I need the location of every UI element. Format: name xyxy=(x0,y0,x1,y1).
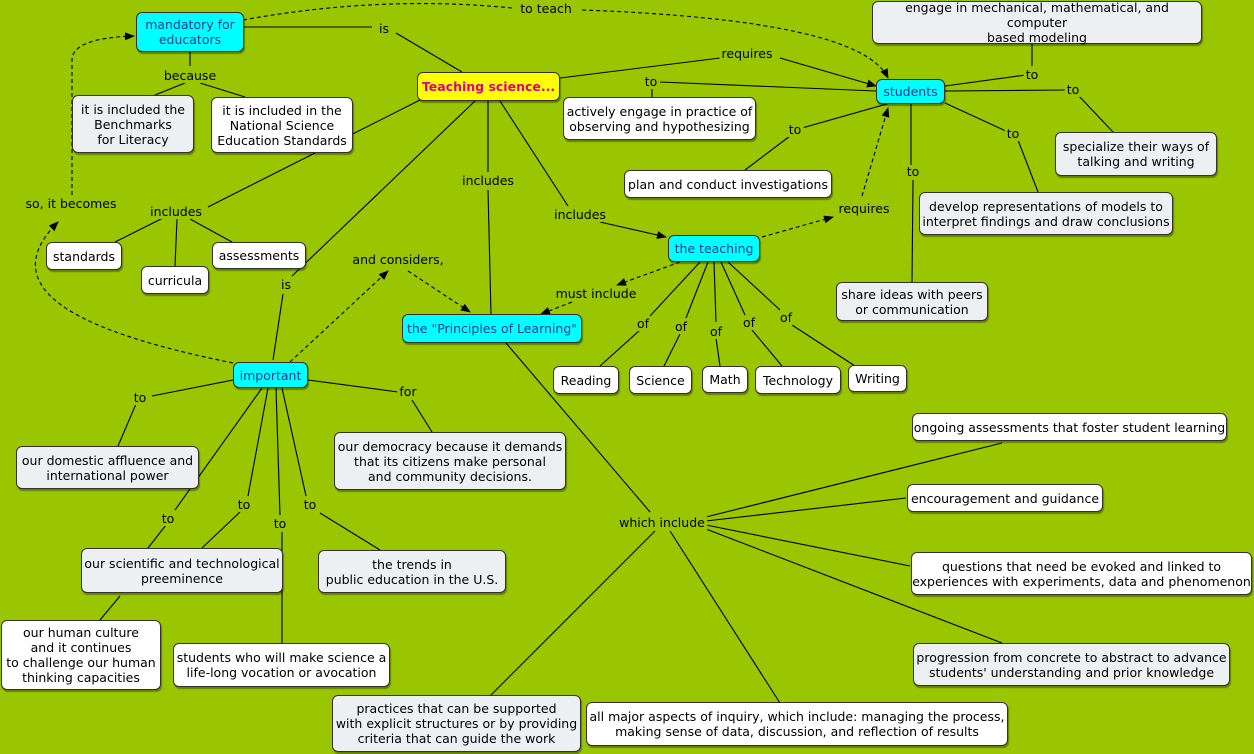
practices-node[interactable]: practices that can be supported with exp… xyxy=(332,695,581,752)
students-node[interactable]: students xyxy=(876,79,945,104)
curricula-node[interactable]: curricula xyxy=(141,266,209,294)
human-culture-node[interactable]: our human culture and it continues to ch… xyxy=(1,620,161,690)
link-label-includes-left: includes xyxy=(148,204,204,219)
link-label-must-include: must include xyxy=(553,286,639,301)
modeling-node[interactable]: engage in mechanical, mathematical, and … xyxy=(872,0,1202,45)
link-label-to-affluence: to xyxy=(131,390,149,405)
affluence-node[interactable]: our domestic affluence and international… xyxy=(16,446,199,489)
science-node[interactable]: Science xyxy=(629,366,692,394)
link-label-which-include: which include xyxy=(617,515,707,530)
reading-node[interactable]: Reading xyxy=(553,366,619,394)
math-node[interactable]: Math xyxy=(702,366,748,393)
technology-node[interactable]: Technology xyxy=(755,366,841,394)
link-label-includes-mid: includes xyxy=(460,173,516,188)
specialize-node[interactable]: specialize their ways of talking and wri… xyxy=(1055,132,1217,176)
questions-node[interactable]: questions that need be evoked and linked… xyxy=(911,552,1252,595)
link-label-requires: requires xyxy=(719,46,775,61)
link-label-of-reading: of xyxy=(634,316,652,331)
assessments-node[interactable]: assessments xyxy=(212,242,306,269)
link-label-to-specialize: to xyxy=(1064,82,1082,97)
link-label-and-considers: and considers, xyxy=(350,252,446,267)
link-label-to-preeminence-b: to xyxy=(235,497,253,512)
encouragement-node[interactable]: encouragement and guidance xyxy=(907,484,1103,512)
benchmarks-node[interactable]: it is included the Benchmarks for Litera… xyxy=(72,95,194,153)
link-label-to-observing: to xyxy=(642,74,660,89)
link-label-requires-teaching: requires xyxy=(836,201,892,216)
writing-node[interactable]: Writing xyxy=(848,365,907,392)
trends-node[interactable]: the trends in public education in the U.… xyxy=(318,550,506,593)
link-label-to-share: to xyxy=(904,164,922,179)
link-label-to-modeling: to xyxy=(1023,67,1041,82)
link-label-to-preeminence-a: to xyxy=(159,511,177,526)
share-ideas-node[interactable]: share ideas with peers or communication xyxy=(836,282,988,321)
national-standards-node[interactable]: it is included in the National Science E… xyxy=(211,97,353,153)
link-label-to-teach: to teach xyxy=(518,1,574,16)
representations-node[interactable]: develop representations of models to int… xyxy=(919,192,1173,235)
link-label-includes-right: includes xyxy=(552,207,608,222)
vocation-node[interactable]: students who will make science a life-lo… xyxy=(173,643,390,687)
link-label-because: because xyxy=(161,68,219,83)
principles-of-learning-node[interactable]: the "Principles of Learning" xyxy=(402,314,582,343)
link-label-for-democracy: for xyxy=(397,384,419,399)
link-label-to-vocation: to xyxy=(271,516,289,531)
mandatory-for-educators-node[interactable]: mandatory for educators xyxy=(136,12,244,52)
inquiry-node[interactable]: all major aspects of inquiry, which incl… xyxy=(586,702,1008,746)
link-label-of-technology: of xyxy=(740,315,758,330)
link-label-of-math: of xyxy=(707,324,725,339)
link-label-so-it-becomes: so, it becomes xyxy=(23,196,119,211)
important-node[interactable]: important xyxy=(233,362,308,388)
investigations-node[interactable]: plan and conduct investigations xyxy=(624,170,832,198)
democracy-node[interactable]: our democracy because it demands that it… xyxy=(334,432,566,490)
teaching-science-node[interactable]: Teaching science... xyxy=(417,72,560,101)
link-label-of-writing: of xyxy=(777,310,795,325)
progression-node[interactable]: progression from concrete to abstract to… xyxy=(913,643,1230,686)
link-label-to-representations: to xyxy=(1004,126,1022,141)
link-label-to-investigations: to xyxy=(786,122,804,137)
link-label-to-trends: to xyxy=(301,497,319,512)
the-teaching-node[interactable]: the teaching xyxy=(668,235,760,262)
link-label-is-important: is xyxy=(279,277,293,292)
link-label-is: is xyxy=(377,21,391,36)
link-label-of-science: of xyxy=(672,319,690,334)
standards-node[interactable]: standards xyxy=(46,242,122,270)
observing-node[interactable]: actively engage in practice of observing… xyxy=(563,97,756,140)
preeminence-node[interactable]: our scientific and technological preemin… xyxy=(81,548,283,593)
ongoing-assessments-node[interactable]: ongoing assessments that foster student … xyxy=(912,413,1227,441)
